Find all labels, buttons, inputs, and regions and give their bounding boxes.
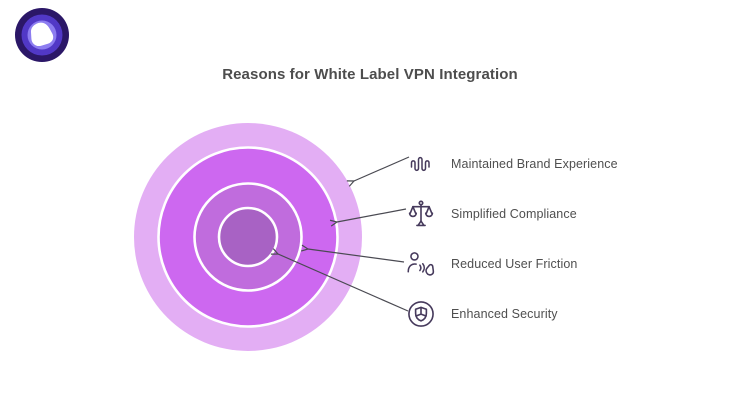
shield-circle-icon [406, 299, 436, 329]
arrow-to-center-ring [278, 254, 409, 312]
legend-item-brand-experience: Maintained Brand Experience [406, 149, 618, 179]
purevpn-logo [15, 8, 69, 62]
purevpn-logo-icon [15, 8, 69, 62]
center-ring [217, 206, 279, 268]
legend-label: Simplified Compliance [451, 207, 577, 221]
arrow-to-ring-3 [308, 249, 405, 263]
pulse-bars-icon [406, 149, 436, 179]
legend-item-user-friction: Reduced User Friction [406, 249, 577, 279]
legend-label: Maintained Brand Experience [451, 157, 618, 171]
legend-item-security: Enhanced Security [406, 299, 558, 329]
legend-label: Enhanced Security [451, 307, 558, 321]
page-title: Reasons for White Label VPN Integration [222, 66, 518, 83]
legend-label: Reduced User Friction [451, 257, 578, 271]
scales-icon [406, 199, 436, 229]
user-gesture-icon [406, 249, 436, 279]
legend-item-compliance: Simplified Compliance [406, 199, 577, 229]
arrow-to-outer-ring [354, 156, 410, 181]
arrow-to-ring-2 [337, 208, 407, 222]
